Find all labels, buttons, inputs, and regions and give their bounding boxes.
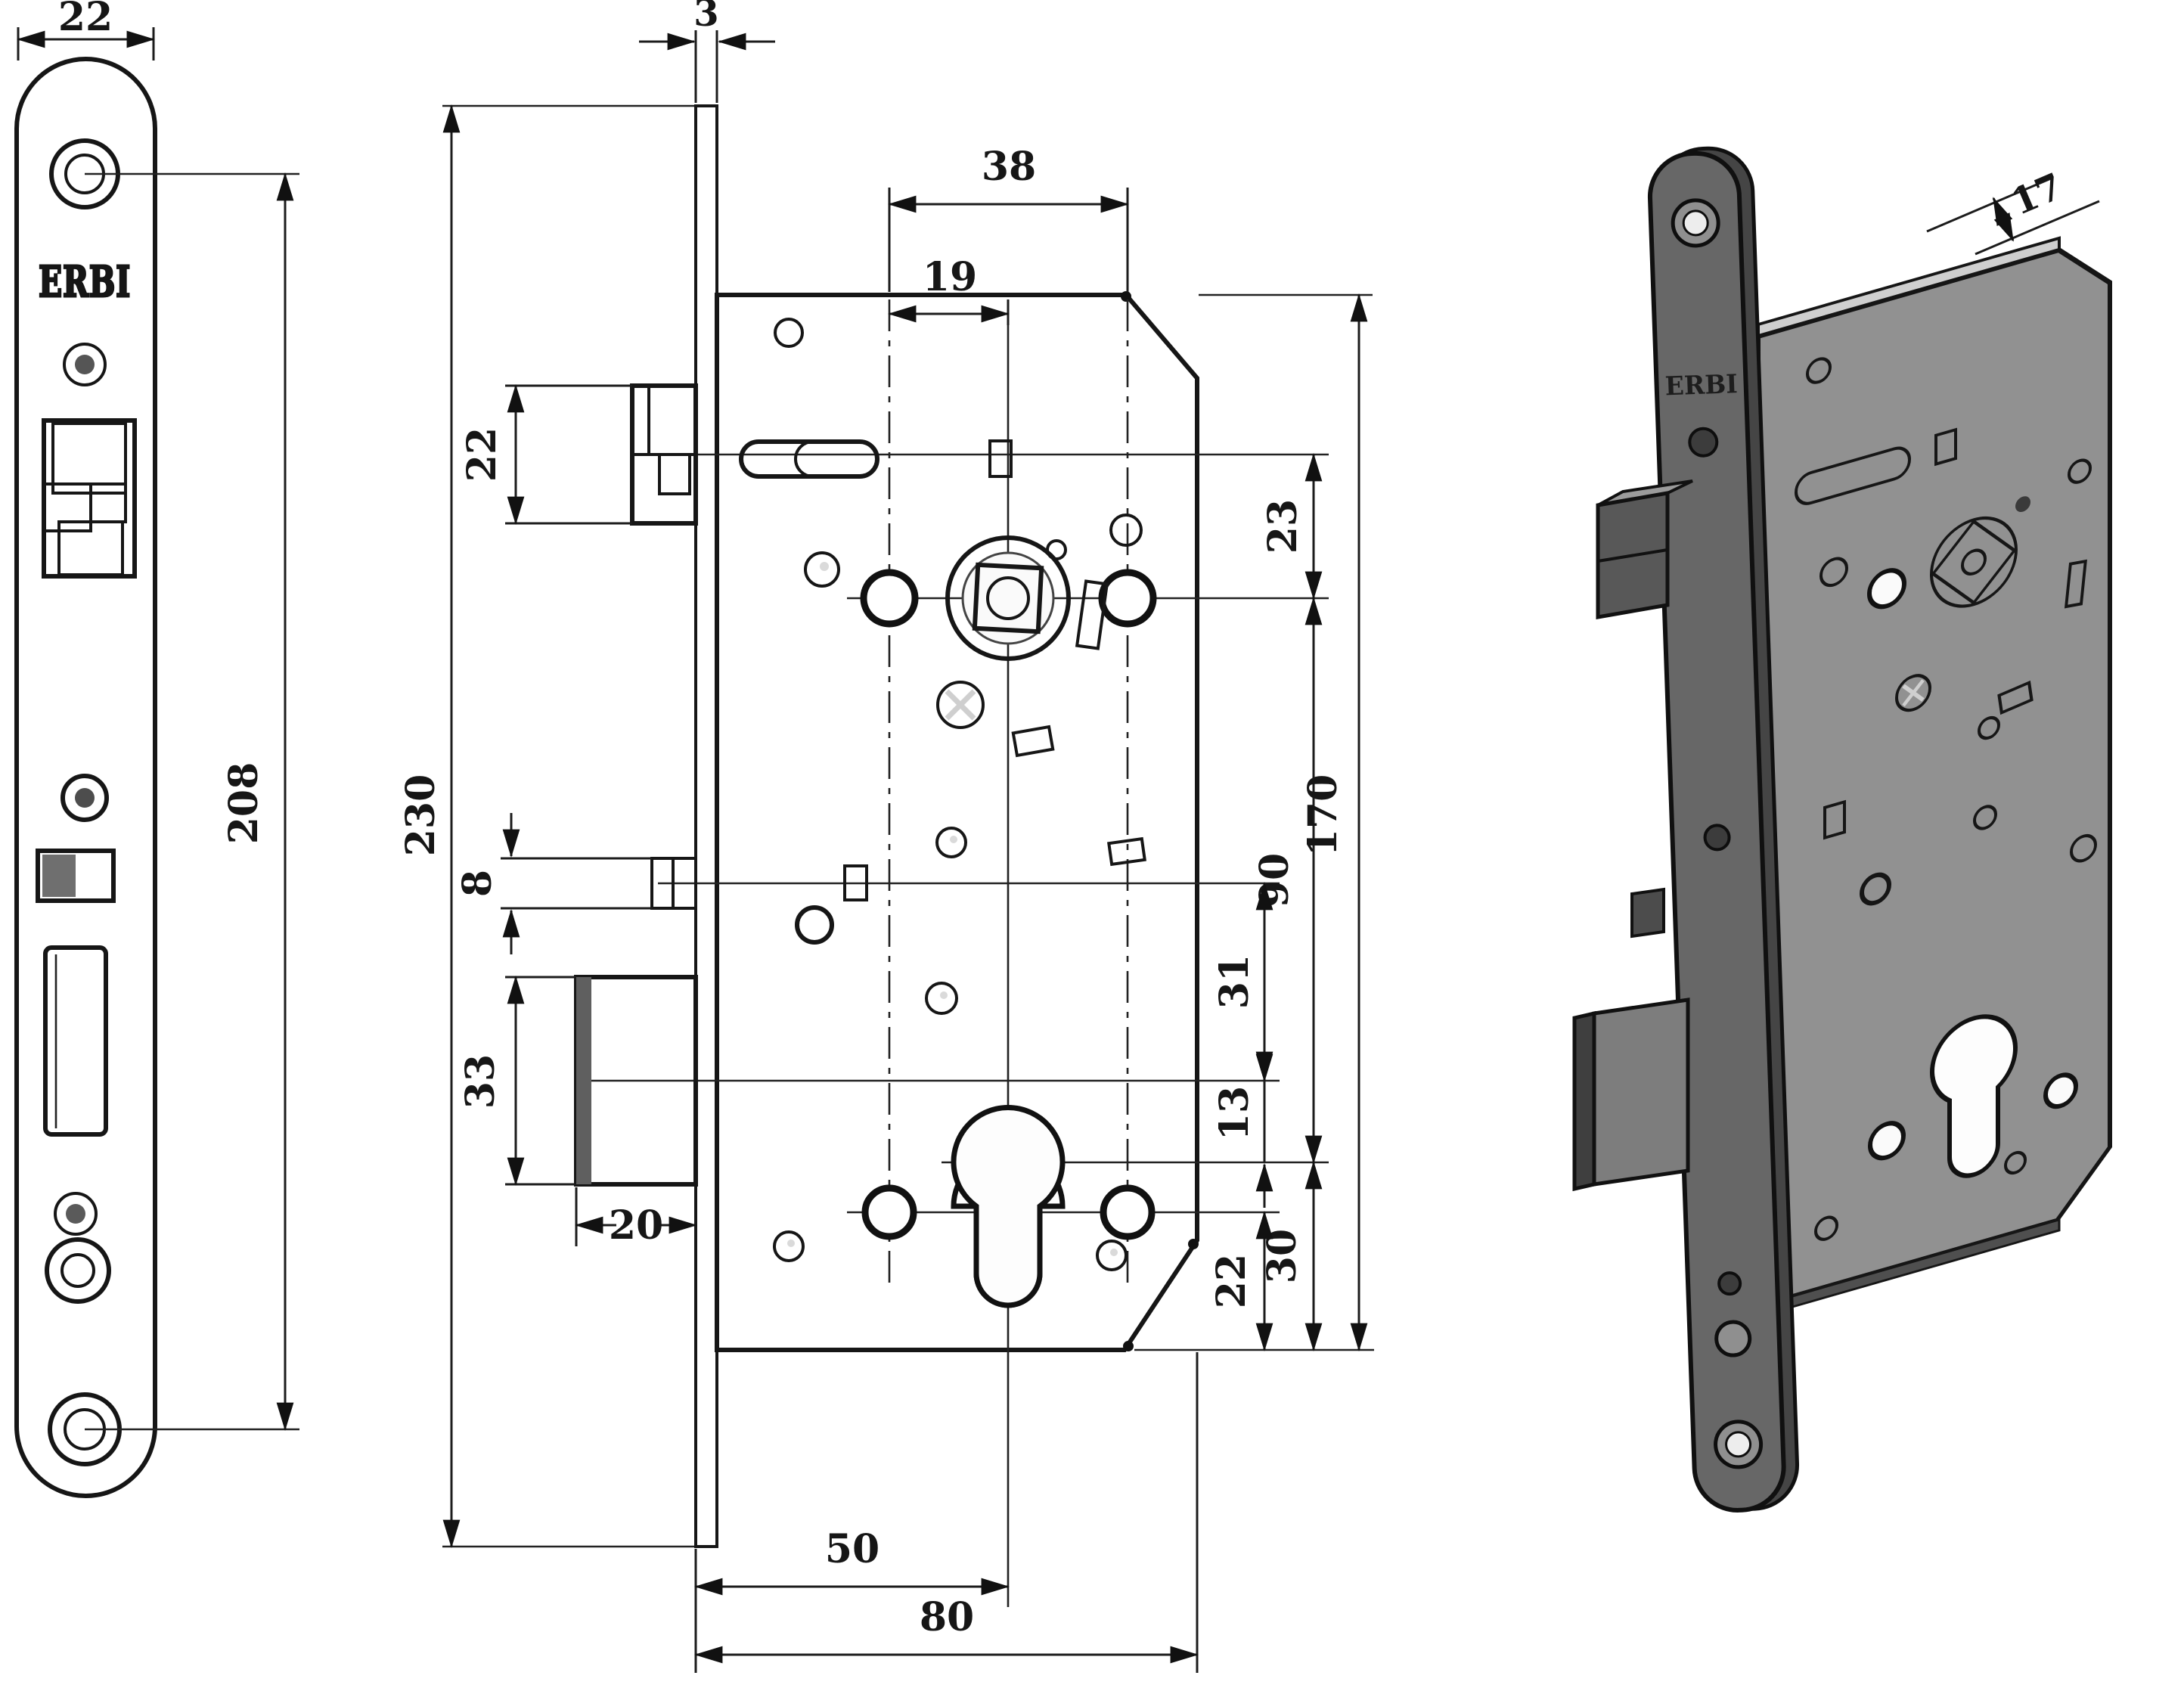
- middle-hole: [60, 774, 109, 822]
- dim-label-backset: 50: [825, 1526, 879, 1572]
- follower-hub: [945, 535, 1071, 661]
- iso-aux-bolt: [1630, 887, 1665, 939]
- dim-deadbolt-throw: 20: [575, 1187, 697, 1249]
- lower-hole-small: [54, 1192, 98, 1236]
- small-hole-upper: [63, 343, 107, 386]
- tilted-slot: [1107, 836, 1146, 867]
- dim-cylinder-to-bottom: 30: [1259, 1161, 1323, 1351]
- iso-latch-bolt: [1596, 479, 1693, 619]
- dim-aux-height: 8: [454, 813, 652, 954]
- iso-latch-slot: [1795, 446, 1911, 505]
- dim-follower-to-cylinder: 90: [1252, 597, 1323, 1164]
- brand-logo: ERBI: [39, 257, 131, 307]
- dim-label-follower-to-cylinder: 90: [1252, 853, 1298, 908]
- dim-aux-to-deadbolt: 31: [1211, 882, 1273, 1082]
- deadbolt-opening: [43, 945, 108, 1137]
- dim-label-hole-offset: 19: [923, 254, 977, 300]
- dim-label-aux-height: 8: [454, 870, 501, 897]
- dim-hole-span: 38 19: [888, 144, 1129, 325]
- dim-plate-length: 230: [398, 104, 694, 1548]
- latch-opening: [42, 418, 137, 579]
- latch-slot: [739, 439, 879, 479]
- dim-label-cylinder-to-bottom: 30: [1259, 1229, 1305, 1283]
- faceplate-edge: [694, 104, 718, 1548]
- iso-spindle-hole: [1931, 519, 2017, 605]
- rivet: [773, 1230, 805, 1262]
- aux-bolt-side: [650, 857, 697, 910]
- small-rect-hole: [988, 439, 1013, 478]
- fixing-hole-left: [860, 569, 919, 628]
- phillips-screw: [936, 681, 985, 729]
- dim-label-bottom-holes: 22: [1208, 1254, 1255, 1308]
- iso-case: [1756, 236, 2112, 1318]
- lower-hole-large: [45, 1237, 111, 1304]
- dim-label-deadbolt-height: 33: [458, 1054, 504, 1109]
- dim-label-plate-length: 230: [398, 774, 444, 857]
- fixing-hole-right: [1098, 569, 1157, 628]
- screw-head: [804, 551, 840, 588]
- dim-label-deadbolt-throw: 20: [609, 1202, 663, 1249]
- iso-dim-label-edge: 17: [2006, 165, 2068, 224]
- latch-bolt-side: [630, 383, 698, 526]
- iso-dim-edge: 17: [1926, 165, 2100, 256]
- rivet: [935, 827, 967, 858]
- dim-label-hole-span: 38: [982, 144, 1036, 190]
- iso-phillips-screw: [1895, 674, 1931, 712]
- dim-label-plate-thickness: 3: [693, 0, 718, 35]
- dim-deadbolt-to-cylinder: 13: [1211, 1035, 1273, 1208]
- dim-label-plate-width: 22: [58, 0, 113, 40]
- spindle-square-hole: [972, 562, 1044, 635]
- aux-bolt-window: [36, 849, 116, 903]
- dim-latch-to-follower: 23: [1260, 453, 1323, 600]
- dim-backset: 50 80: [694, 1352, 1199, 1673]
- iso-case-side-face: [1756, 247, 2112, 1309]
- iso-case-details: [1795, 357, 2097, 1241]
- small-rect-hole: [843, 864, 868, 901]
- isometric-view: ERBI 17: [1572, 146, 2112, 1513]
- faceplate-plate: [14, 57, 157, 1498]
- faceplate-front-view: ERBI 22: [14, 0, 299, 1498]
- dim-label-latch-height: 22: [459, 427, 505, 482]
- ring-hole: [795, 905, 834, 945]
- dim-case-height: 170: [1300, 293, 1368, 1351]
- dim-label-latch-to-follower: 23: [1260, 499, 1306, 554]
- dim-latch-height: 22: [459, 384, 632, 525]
- case-details: [739, 318, 1157, 1308]
- rivet: [1109, 514, 1143, 547]
- dim-label-case-depth: 80: [920, 1594, 974, 1640]
- bottom-hole-right: [1100, 1184, 1156, 1240]
- dim-bottom-holes: 22: [1208, 1211, 1273, 1351]
- side-view: 3 230 22 8 33: [398, 0, 1374, 1673]
- euro-cylinder-profile: [951, 1105, 1066, 1308]
- dim-deadbolt-height: 33: [458, 976, 576, 1186]
- dim-label-deadbolt-to-cylinder: 13: [1211, 1086, 1258, 1140]
- iso-euro-cylinder-hole: [1930, 1014, 2018, 1178]
- iso-faceplate: ERBI: [1647, 146, 1800, 1513]
- tilted-slot: [1075, 579, 1109, 650]
- iso-brand-logo: ERBI: [1664, 369, 1738, 402]
- dim-label-screw-spacing: 208: [221, 762, 267, 845]
- bottom-hole-left: [861, 1184, 917, 1240]
- tilted-slot: [1011, 724, 1055, 758]
- dim-plate-width: 22: [17, 0, 155, 61]
- rivet: [925, 982, 958, 1015]
- rivet: [1096, 1240, 1128, 1271]
- dim-screw-spacing: 208: [85, 172, 299, 1431]
- dim-label-case-height: 170: [1300, 774, 1346, 857]
- rivet: [774, 318, 804, 348]
- deadbolt-side: [574, 975, 698, 1187]
- dim-plate-thickness: 3: [639, 0, 775, 103]
- iso-deadbolt: [1572, 998, 1690, 1192]
- dim-label-aux-to-deadbolt: 31: [1211, 954, 1258, 1009]
